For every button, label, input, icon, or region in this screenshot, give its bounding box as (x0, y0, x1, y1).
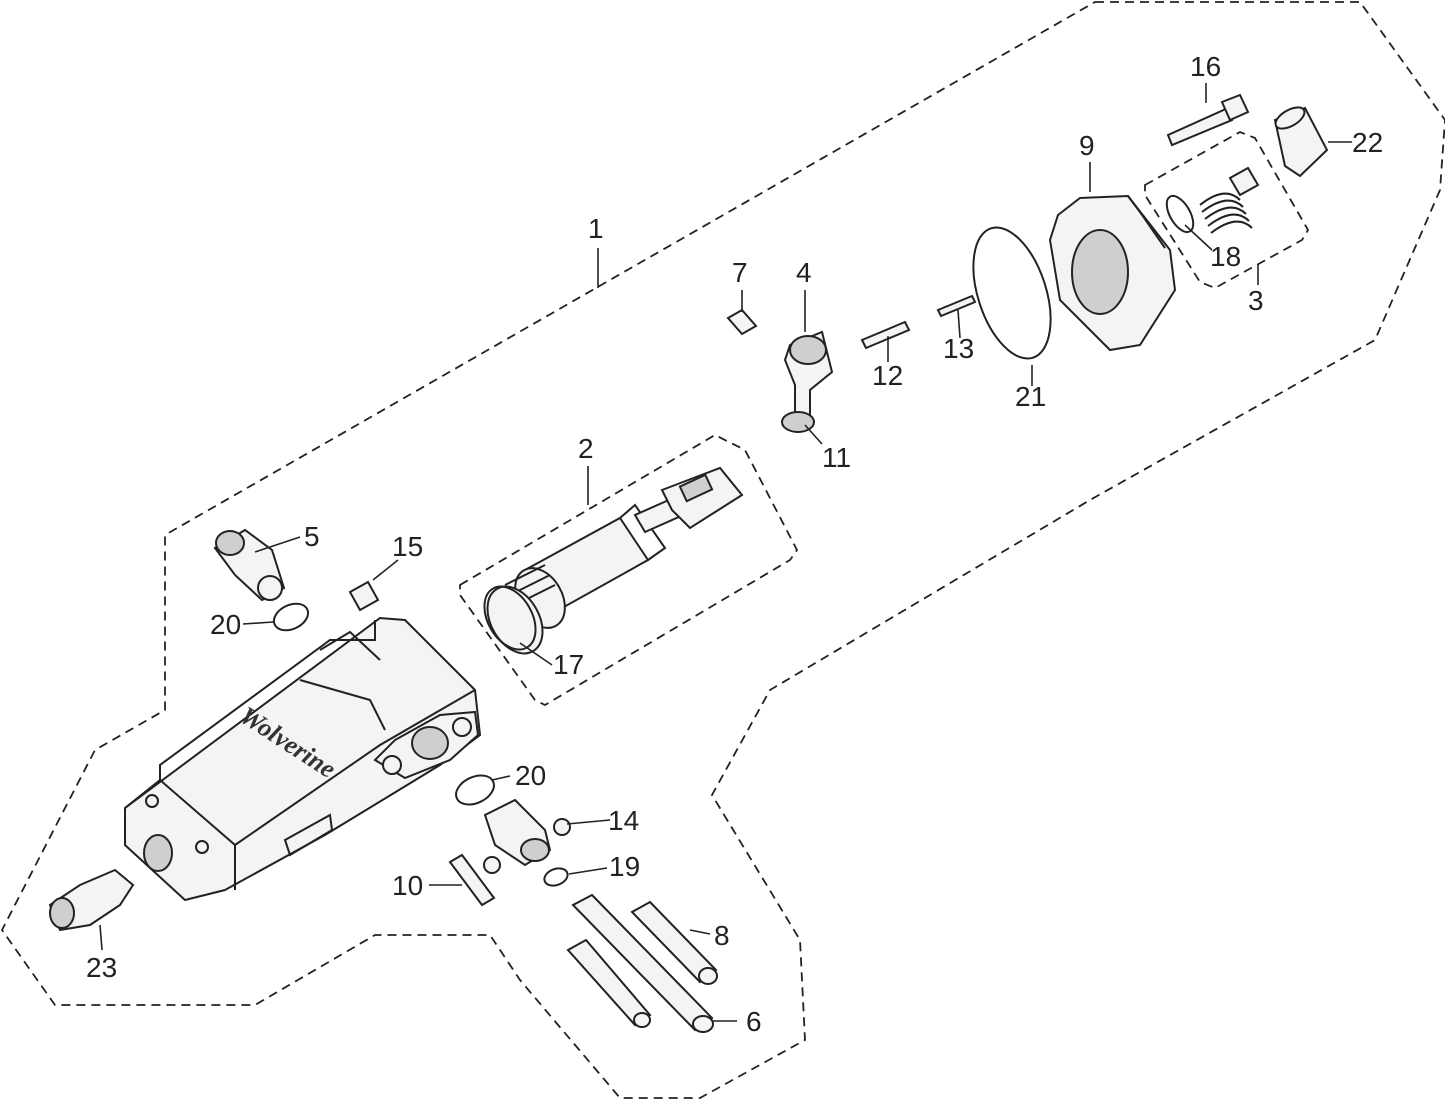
roll-pin-part-12 (860, 320, 911, 350)
assembly-2-boundary (459, 433, 799, 707)
callout-2: 2 (578, 433, 594, 464)
callout-9: 9 (1079, 130, 1095, 161)
callout-20-lower: 20 (515, 760, 546, 791)
callout-5: 5 (304, 521, 320, 552)
o-ring-part-20-lower (455, 774, 495, 806)
pin-part-10 (448, 853, 496, 907)
callout-15: 15 (392, 531, 423, 562)
bolt-part-16 (1166, 93, 1250, 147)
callout-6: 6 (746, 1006, 762, 1037)
callout-22: 22 (1352, 127, 1383, 158)
callout-10: 10 (392, 870, 423, 901)
callout-13: 13 (943, 333, 974, 364)
o-ring-part-19 (543, 867, 569, 887)
cylinder-part (486, 466, 744, 655)
callout-23: 23 (86, 952, 117, 983)
o-ring-part-18 (1165, 194, 1195, 234)
callout-3: 3 (1248, 285, 1264, 316)
pin-part-13 (936, 294, 977, 318)
rod-part-6 (571, 893, 714, 1033)
callout-1: 1 (588, 213, 604, 244)
set-screw-part-15 (348, 580, 380, 612)
callout-21: 21 (1015, 381, 1046, 412)
main-body-part: Wolverine (124, 616, 482, 902)
housing-part-9 (1048, 194, 1177, 352)
leader-lines (99, 83, 1352, 1022)
rod-part-6b (566, 938, 652, 1028)
callout-4: 4 (796, 257, 812, 288)
callout-18: 18 (1210, 241, 1241, 272)
assembly-3-boundary (1144, 131, 1310, 289)
spring-part-3 (1199, 166, 1260, 234)
cap-part-22 (1273, 106, 1329, 178)
valve-part-4 (783, 330, 834, 419)
o-ring-part-20-upper (272, 602, 310, 632)
fitting-part-5 (213, 528, 286, 602)
pin-part-7 (726, 308, 758, 336)
callout-11: 11 (822, 442, 851, 473)
callout-12: 12 (872, 360, 903, 391)
rod-part-8 (630, 900, 718, 985)
o-ring-part-21 (972, 226, 1052, 360)
callout-17: 17 (553, 649, 584, 680)
callout-14: 14 (608, 805, 639, 836)
valve-part-14 (483, 798, 571, 874)
fitting-part-23 (48, 868, 135, 932)
callout-7: 7 (732, 257, 748, 288)
callout-19: 19 (609, 851, 640, 882)
callout-20-upper: 20 (210, 609, 241, 640)
callout-8: 8 (714, 920, 730, 951)
callout-16: 16 (1190, 51, 1221, 82)
